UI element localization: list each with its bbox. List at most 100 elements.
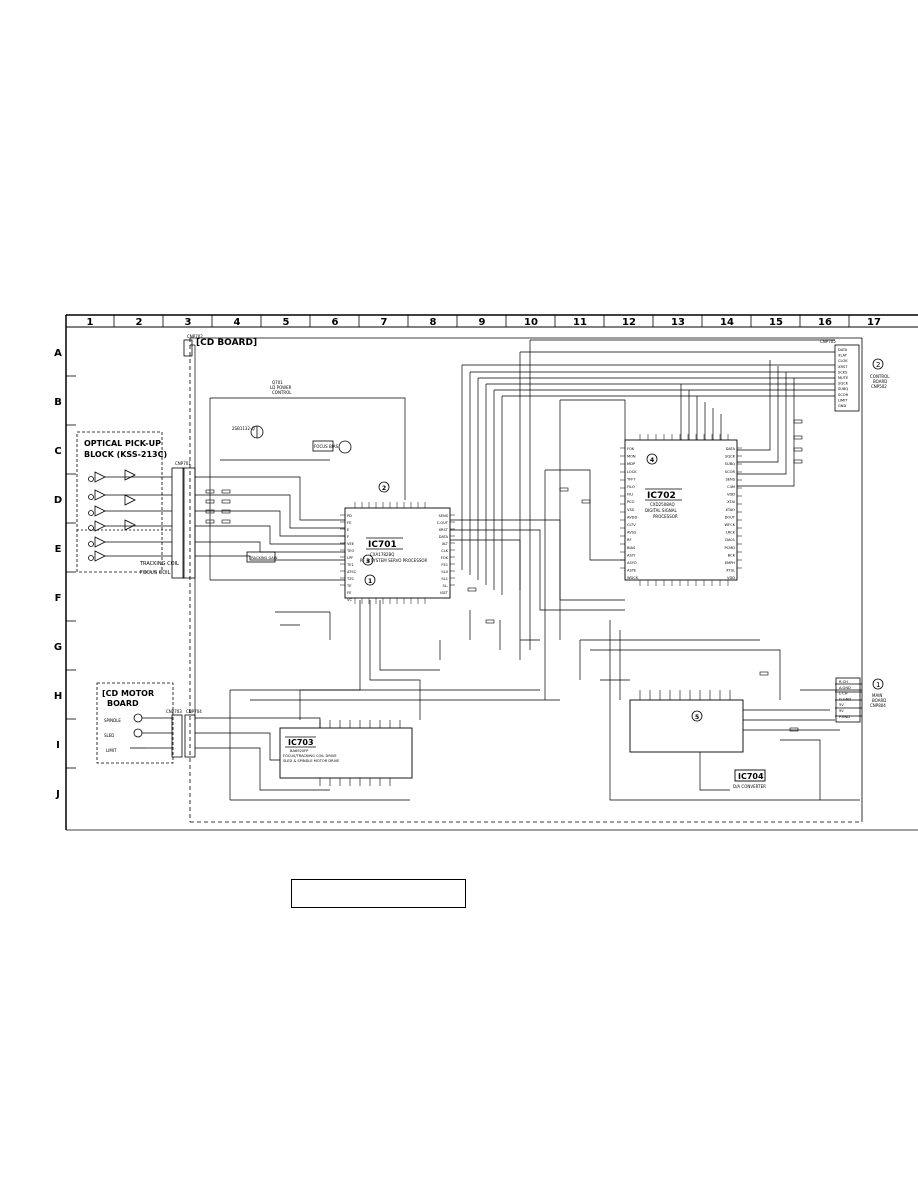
pin-label: BCK — [728, 553, 736, 557]
pin-label: SUBQ — [838, 387, 848, 391]
pin-label: FE — [347, 591, 352, 595]
ic704-part: D/A CONVERTER — [733, 784, 766, 789]
pin-label: SCOR — [725, 470, 736, 474]
pin-label: SQCK — [725, 455, 736, 459]
ic-pin-stubs — [340, 434, 742, 604]
pin-label: SL0 — [441, 570, 448, 574]
pin-label: CLOK — [838, 359, 848, 363]
q701-ref: Q701 — [272, 380, 283, 385]
motor-board-title-line2: BOARD — [107, 699, 139, 708]
ic702-name: IC702 — [647, 491, 676, 501]
pin-label: SENS — [725, 477, 735, 481]
pin-label: XLT — [442, 542, 449, 546]
pin-label: F — [347, 535, 349, 539]
ic702-pin-labels: FOKMONMDPLOCKTFFTFILOFILIPCOVSSAVDDCLTVA… — [626, 447, 736, 580]
ic702-part: CXD2508AQ — [650, 502, 675, 507]
pin-label: TEO — [346, 549, 354, 553]
pin-label: ASYI — [627, 553, 635, 557]
ic703-name: IC703 — [288, 738, 314, 747]
pin-label: WDCK — [627, 576, 639, 580]
q701-desc2: CONTROL — [272, 390, 292, 395]
control-pin-labels: DATAXLATCLOKXRSTSCKSMUTESQCKSUBQSCORLIMI… — [838, 348, 849, 408]
ic701-block: IC701 CXA1782BQ RF & SYSTEM SERVO PROCES… — [344, 507, 451, 599]
pin-label: VDD — [727, 493, 735, 497]
row-label: E — [55, 544, 62, 555]
column-label: 6 — [332, 317, 339, 328]
svg-text:MAIN: MAIN — [872, 693, 882, 698]
waveform-markers: 1 2 3 4 5 — [362, 453, 703, 722]
column-labels: 1 2 3 4 5 6 7 8 9 10 11 12 13 14 15 16 1… — [87, 317, 881, 328]
row-label: C — [54, 446, 61, 457]
pin-label: DATA — [726, 447, 736, 451]
ic702-block: IC702 CXD2508AQ DIGITAL SIGNAL PROCESSOR — [624, 439, 738, 581]
svg-text:CONTROL: CONTROL — [870, 374, 890, 379]
row-label: H — [54, 691, 62, 702]
connector-label: CNP703 — [166, 709, 182, 714]
pin-label: XTSL — [726, 569, 735, 573]
row-label: F — [55, 593, 62, 604]
q701-transistor — [250, 425, 352, 454]
pin-label: ISET — [440, 591, 449, 595]
connector-label: CNP701 — [175, 461, 191, 466]
pin-label: SQCK — [838, 382, 849, 386]
column-label: 2 — [136, 317, 143, 328]
row-label: G — [54, 642, 62, 653]
ic703-block: IC703 BA6920FP FOCUS/TRACKING COIL DRIVE… — [279, 720, 413, 786]
blank-annotation-box — [291, 879, 466, 908]
sled-motor-icon — [133, 728, 143, 738]
svg-text:BOARD: BOARD — [872, 698, 886, 703]
row-label: J — [55, 789, 60, 800]
column-label: 1 — [87, 317, 94, 328]
pin-label: 9V — [839, 709, 844, 713]
pin-label: AVDD — [627, 515, 637, 519]
pin-label: R-CH — [839, 680, 848, 684]
ic702-desc2: PROCESSOR — [653, 514, 678, 519]
connector-label: CNP704 — [186, 709, 202, 714]
row-label: D — [54, 495, 62, 506]
cd-motor-board: [CD MOTOR BOARD SPINDLE SLED LIMIT — [96, 682, 174, 764]
pin-label: DOUT — [725, 515, 736, 519]
marker-1: 1 — [368, 578, 372, 585]
pin-label: WFCK — [725, 523, 736, 527]
column-label: 7 — [381, 317, 388, 328]
ic701-part: CXA1782BQ — [370, 552, 394, 557]
cd-board-outline — [189, 337, 863, 823]
main-board-connector: 1 MAIN BOARD CNP804 — [835, 677, 886, 723]
pin-label: FILO — [627, 485, 635, 489]
column-label: 14 — [720, 317, 734, 328]
ic701-pin-labels: PDFEEFVEETEOLPFTE1ATSCTZCTEFEVCSENSC.OUT… — [346, 514, 449, 602]
pin-label: VC — [347, 598, 352, 602]
pin-label: SUBQ — [725, 462, 735, 466]
marker-5: 5 — [695, 714, 699, 721]
pin-label: AVSS — [627, 531, 637, 535]
pin-label: ASYE — [627, 569, 637, 573]
pin-label: BIAS — [627, 546, 636, 550]
pin-label: RF — [627, 538, 632, 542]
pin-label: D.GND — [839, 697, 851, 701]
signal-traces — [190, 339, 862, 801]
ic701-name: IC701 — [368, 540, 397, 550]
pin-label: LPF — [347, 556, 353, 560]
pin-label: P.GND — [839, 715, 850, 719]
connector-strips — [171, 339, 196, 758]
ic704-block: IC704 D/A CONVERTER — [629, 690, 766, 789]
column-label: 3 — [185, 317, 192, 328]
board-title: [CD BOARD] — [196, 338, 257, 348]
ic703-part: BA6920FP — [290, 749, 309, 753]
pin-label: EMPH — [725, 561, 736, 565]
tracking-coil-label: TRACKING COIL — [139, 561, 179, 567]
motor-board-title-line1: [CD MOTOR — [102, 689, 154, 698]
svg-text:CNP502: CNP502 — [871, 384, 887, 389]
pin-label: MUTE — [838, 376, 849, 380]
ic703-desc2: SLED & SPINDLE MOTOR DRIVE — [283, 759, 340, 763]
pin-label: VEE — [347, 542, 355, 546]
spindle-motor-icon — [133, 713, 143, 723]
column-label: 16 — [818, 317, 832, 328]
marker-4: 4 — [650, 457, 654, 464]
ic701-desc: RF & SYSTEM SERVO PROCESSOR — [360, 558, 428, 563]
column-label: 17 — [867, 317, 881, 328]
column-label: 15 — [769, 317, 783, 328]
pin-label: TE — [346, 584, 352, 588]
